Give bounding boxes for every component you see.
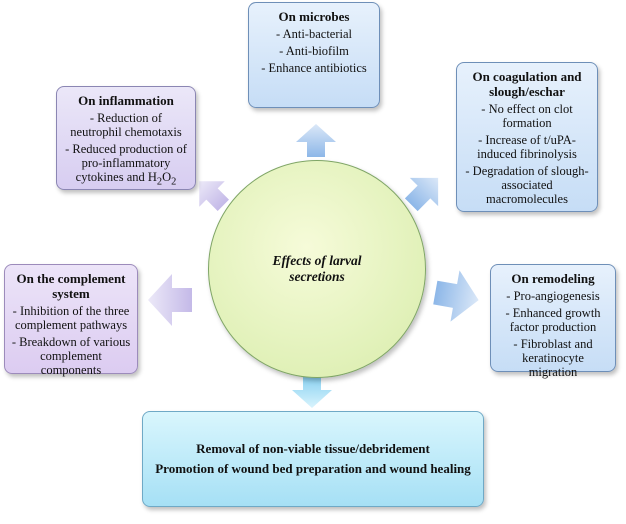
microbes-item: - Anti-biofilm (279, 44, 349, 58)
box-on-remodeling: On remodeling - Pro-angiogenesis - Enhan… (490, 264, 616, 379)
coagulation-item: - Increase of t/uPA-induced fibrinolysis (477, 133, 577, 161)
box-on-inflammation: On inflammation - Reduction of neutrophi… (56, 86, 196, 190)
inflammation-item-text: - Reduced production of pro-inflammatory… (65, 142, 187, 184)
arrow-to-complement (148, 274, 192, 326)
h2o2-subscript: 2 (171, 176, 177, 188)
arrow-to-remodeling (433, 270, 479, 322)
inflammation-title: On inflammation (78, 93, 174, 108)
remodeling-item: - Pro-angiogenesis (506, 289, 600, 303)
remodeling-item: - Enhanced growth factor production (505, 306, 601, 334)
box-on-complement: On the complement system - Inhibition of… (4, 264, 138, 377)
complement-title: On the complement system (16, 271, 126, 301)
arrow-to-microbes (296, 124, 336, 157)
complement-item: - Inhibition of the three complement pat… (12, 304, 130, 332)
microbes-item: - Anti-bacterial (275, 27, 352, 41)
outcome-line-1: Removal of non-viable tissue/debridement (196, 441, 430, 456)
box-on-coagulation: On coagulation and slough/eschar - No ef… (456, 62, 598, 212)
center-circle: Effects of larval secretions (208, 160, 426, 378)
inflammation-item: - Reduced production of pro-inflammatory… (63, 142, 189, 190)
microbes-item: - Enhance antibiotics (261, 61, 367, 75)
coagulation-item: - No effect on clot formation (481, 102, 573, 130)
inflammation-item: - Reduction of neutrophil chemotaxis (70, 111, 182, 139)
coagulation-item: - Degradation of slough-associated macro… (465, 164, 589, 206)
complement-item: - Breakdown of various complement compon… (11, 335, 131, 377)
center-label: Effects of larval secretions (272, 253, 362, 284)
h2o2-oxygen: O (162, 170, 172, 184)
arrow-to-outcome (292, 375, 332, 408)
arrow-to-coagulation (404, 177, 439, 212)
remodeling-item: - Fibroblast and keratinocyte migration (513, 337, 593, 379)
outcome-box: Removal of non-viable tissue/debridement… (142, 411, 484, 507)
outcome-line-2: Promotion of wound bed preparation and w… (155, 461, 471, 476)
microbes-title: On microbes (278, 9, 350, 24)
remodeling-title: On remodeling (511, 271, 595, 286)
h2o2-subscript: 2 (156, 176, 163, 188)
arrow-to-inflammation (199, 181, 229, 211)
box-on-microbes: On microbes - Anti-bacterial - Anti-biof… (248, 2, 380, 108)
coagulation-title: On coagulation and slough/eschar (472, 69, 582, 99)
